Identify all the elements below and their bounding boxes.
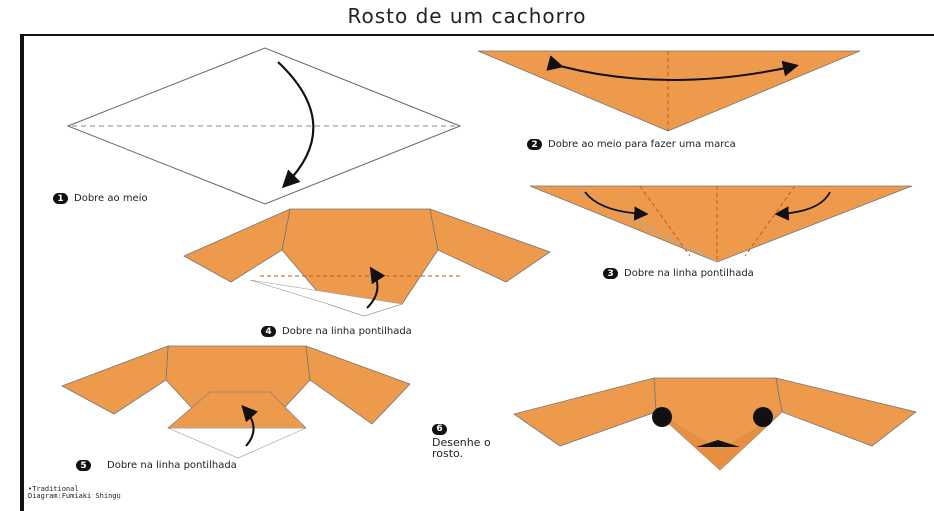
step-2-figure <box>477 50 861 132</box>
step-5-figure <box>61 345 411 459</box>
right-ear <box>429 208 551 283</box>
right-eye <box>753 407 773 427</box>
step-text: Dobre na linha pontilhada <box>282 326 412 337</box>
step-text: Dobre na linha pontilhada <box>624 268 754 279</box>
step-number: 5 <box>76 460 91 471</box>
orange-triangle <box>529 185 913 263</box>
step-number: 4 <box>261 326 276 337</box>
step-1-label: 1 Dobre ao meio <box>53 193 148 204</box>
step-4-figure <box>183 208 551 317</box>
fold-up-arrow <box>366 266 386 309</box>
right-fold-line <box>744 185 796 257</box>
left-ear <box>183 208 291 283</box>
step-5-label: 5 Dobre na linha pontilhada <box>76 460 237 471</box>
fold-arrow <box>277 61 315 189</box>
step-1-figure <box>66 47 462 205</box>
step-6-label: 6 Desenhe o rosto. <box>432 422 491 459</box>
step-text: Dobre na linha pontilhada <box>107 460 237 471</box>
double-arrow <box>546 55 799 81</box>
step-3-label: 3 Dobre na linha pontilhada <box>603 268 754 279</box>
step-number: 6 <box>432 424 447 435</box>
white-flap <box>249 279 403 317</box>
page-title: Rosto de um cachorro <box>347 4 587 28</box>
left-fold-line <box>639 185 691 257</box>
white-tip <box>167 427 307 459</box>
step-2-label: 2 Dobre ao meio para fazer uma marca <box>527 139 736 150</box>
step-number: 3 <box>603 268 618 279</box>
step-6-figure <box>513 377 917 471</box>
left-ear <box>513 377 657 447</box>
fold-arrow <box>241 405 258 447</box>
credit-line2: Diagram:Fumiaki Shingu <box>28 492 121 500</box>
step-number: 2 <box>527 139 542 150</box>
right-ear <box>305 345 411 425</box>
diagram-frame <box>20 34 934 511</box>
right-fold-arrow <box>774 191 831 221</box>
step-3-figure <box>529 185 913 263</box>
credit-line1: •Traditional <box>28 485 79 493</box>
step-text: Dobre ao meio para fazer uma marca <box>548 139 736 150</box>
step-number: 1 <box>53 193 68 204</box>
step-text-line2: rosto. <box>432 447 464 460</box>
step-4-label: 4 Dobre na linha pontilhada <box>261 326 412 337</box>
nose <box>696 440 740 447</box>
credit: •Traditional Diagram:Fumiaki Shingu <box>28 486 121 500</box>
left-fold-arrow <box>584 191 649 221</box>
right-ear <box>775 377 917 447</box>
step-text: Dobre ao meio <box>74 193 148 204</box>
left-eye <box>652 407 672 427</box>
left-ear <box>61 345 169 415</box>
step-text-line1: Desenhe o <box>432 436 491 449</box>
orange-triangle <box>477 50 861 132</box>
